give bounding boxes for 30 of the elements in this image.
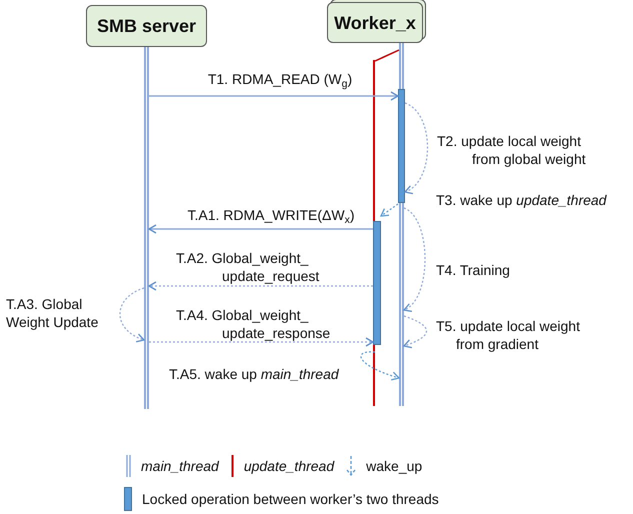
edge-label: T4. Training — [436, 261, 511, 279]
arrow — [148, 224, 373, 234]
activation-bar — [373, 221, 381, 345]
edge-label: T2. update local weight from global weight — [437, 132, 587, 168]
arrow — [403, 207, 426, 311]
edge-label: T.A5. wake up main_thread — [169, 365, 340, 383]
activation-bar — [398, 89, 405, 203]
participant-box: Worker_x — [327, 2, 423, 43]
edge-label: T3. wake up update_thread — [436, 191, 608, 209]
edge-label: T.A1. RDMA_WRITE(ΔW$_{x}$) — [186, 206, 356, 224]
edge-label: T1. RDMA_READ (W$_{g}$) — [206, 70, 354, 88]
lifeline — [144, 47, 149, 409]
arrow — [148, 281, 373, 291]
edge-label: T5. update local weight from gradient — [436, 317, 581, 353]
legend-label: main_thread — [141, 456, 219, 476]
edge-label: T.A4. Global_weight_ update_response — [176, 306, 332, 342]
arrow — [120, 287, 145, 342]
arrow — [360, 351, 400, 380]
legend-label: update_thread — [244, 456, 334, 476]
arrow — [404, 102, 428, 193]
arrow — [149, 337, 374, 347]
arrow — [403, 315, 428, 348]
lifeline — [399, 43, 404, 406]
participant-box: SMB server — [86, 5, 207, 47]
legend-label: Locked operation between worker’s two threads — [142, 490, 439, 509]
edge-label: T.A2. Global_weight_ update_request — [176, 249, 320, 285]
legend-label: wake_up — [366, 456, 422, 476]
arrow — [380, 204, 398, 217]
edge-label: T.A3. Global Weight Update — [6, 295, 100, 331]
arrow — [149, 91, 399, 101]
